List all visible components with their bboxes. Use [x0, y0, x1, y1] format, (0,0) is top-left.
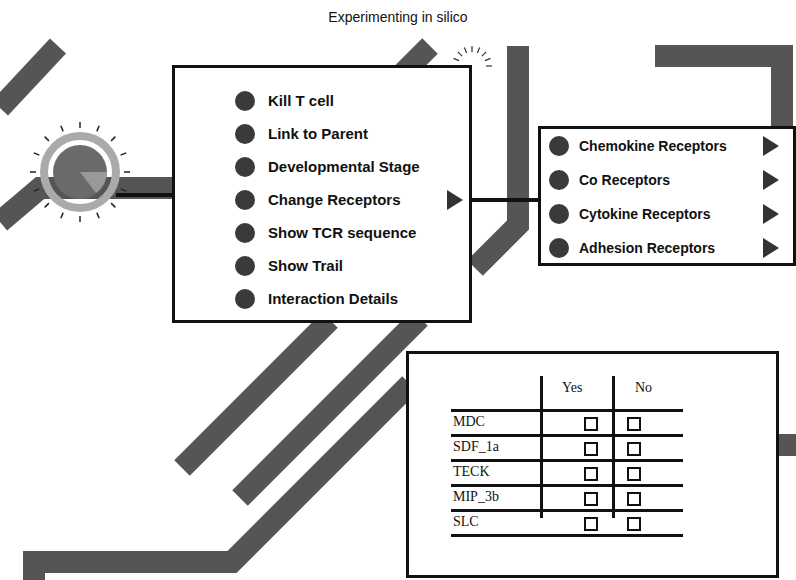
table-row-label: MDC	[453, 414, 485, 430]
menu-bullet	[235, 91, 255, 111]
checkbox	[584, 417, 598, 431]
submenu-arrow	[447, 190, 463, 210]
connector-line	[472, 198, 538, 202]
menu-bullet	[549, 204, 569, 224]
table-row-label: SDF_1a	[453, 439, 499, 455]
checkbox	[584, 517, 598, 531]
submenu-arrow	[763, 170, 779, 190]
menu-item: Show Trail	[268, 257, 343, 274]
cell-illustration	[30, 122, 174, 222]
page-title: Experimenting in silico	[0, 9, 796, 25]
submenu-arrow	[763, 136, 779, 156]
table-row-label: TECK	[453, 464, 490, 480]
table-header: No	[635, 380, 652, 396]
menu-bullet	[235, 223, 255, 243]
checkbox	[584, 492, 598, 506]
menu-bullet	[235, 157, 255, 177]
table-rule	[451, 534, 683, 537]
submenu-arrow	[763, 204, 779, 224]
table-rule	[451, 459, 683, 462]
menu-bullet	[549, 238, 569, 258]
checkbox	[584, 467, 598, 481]
checkbox	[627, 517, 641, 531]
table-header: Yes	[562, 380, 582, 396]
menu-item: Cytokine Receptors	[579, 206, 710, 222]
menu-item: Interaction Details	[268, 290, 398, 307]
context-menu: Kill T cellLink to ParentDevelopmental S…	[172, 65, 472, 323]
menu-item: Kill T cell	[268, 92, 334, 109]
submenu-arrow	[763, 238, 779, 258]
table-row-label: SLC	[453, 514, 479, 530]
table-rule	[451, 434, 683, 437]
table-rule	[451, 484, 683, 487]
table-rule	[540, 376, 543, 518]
checkbox	[584, 442, 598, 456]
menu-bullet	[235, 289, 255, 309]
checkbox	[627, 467, 641, 481]
menu-item: Show TCR sequence	[268, 224, 416, 241]
table-box: Yes NoMDC SDF_1aTECK MIP_3bSLC	[406, 351, 779, 578]
menu-item: Co Receptors	[579, 172, 670, 188]
checkbox	[627, 442, 641, 456]
menu-item: Change Receptors	[268, 191, 401, 208]
table-rule	[451, 409, 683, 412]
table-rule	[451, 509, 683, 512]
checkbox	[627, 417, 641, 431]
table-rule	[612, 376, 615, 518]
menu-item: Adhesion Receptors	[579, 240, 715, 256]
menu-item: Chemokine Receptors	[579, 138, 727, 154]
menu-item: Link to Parent	[268, 125, 368, 142]
menu-bullet	[549, 136, 569, 156]
submenu-box: Chemokine Receptors Co ReceptorsCytokine …	[538, 126, 796, 266]
menu-item: Developmental Stage	[268, 158, 420, 175]
menu-bullet	[549, 170, 569, 190]
table-row-label: MIP_3b	[453, 489, 499, 505]
menu-bullet	[235, 124, 255, 144]
menu-bullet	[235, 190, 255, 210]
menu-bullet	[235, 256, 255, 276]
checkbox	[627, 492, 641, 506]
